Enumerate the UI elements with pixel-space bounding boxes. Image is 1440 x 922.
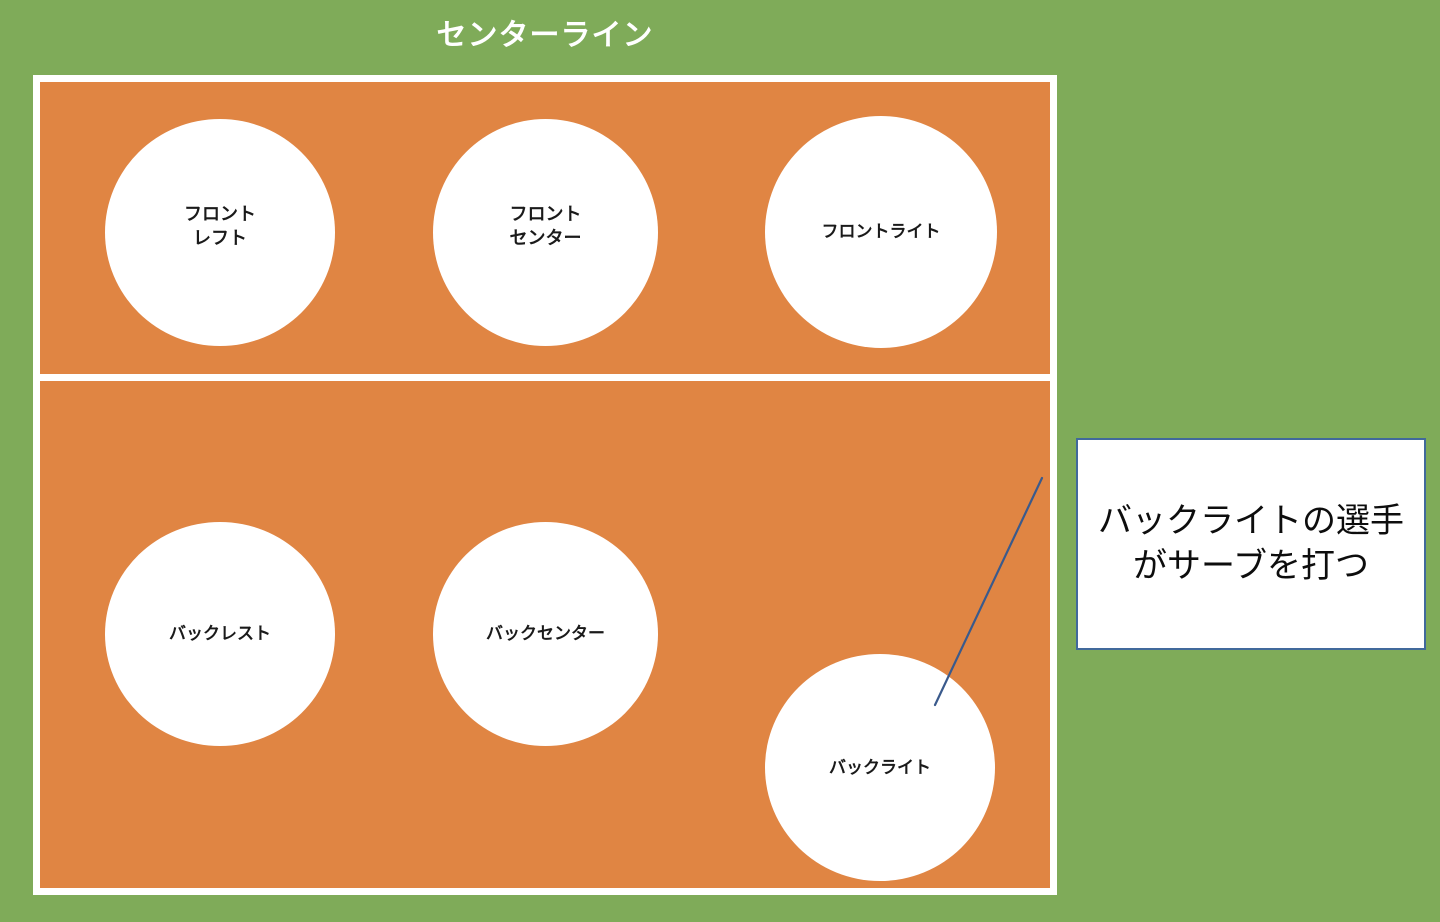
player-position-front-center[interactable]: フロント センター [433,119,658,346]
player-position-back-left[interactable]: バックレスト [105,522,335,746]
player-position-front-left[interactable]: フロント レフト [105,119,335,346]
callout-text: バックライトの選手がサーブを打つ [1098,502,1404,585]
callout-box[interactable]: バックライトの選手がサーブを打つ [1076,438,1426,650]
player-label-front-right: フロントライト [821,222,941,242]
player-position-back-right[interactable]: バックライト [765,654,995,881]
player-label-front-center: フロント センター [509,204,582,248]
player-label-front-left: フロント レフト [184,204,256,248]
page-title: センターライン [436,19,654,52]
player-label-back-center: バックセンター [486,624,605,644]
player-label-back-right: バックライト [829,757,931,777]
player-label-back-left: バックレスト [169,624,271,644]
player-position-back-center[interactable]: バックセンター [433,522,658,746]
player-position-front-right[interactable]: フロントライト [765,116,997,348]
